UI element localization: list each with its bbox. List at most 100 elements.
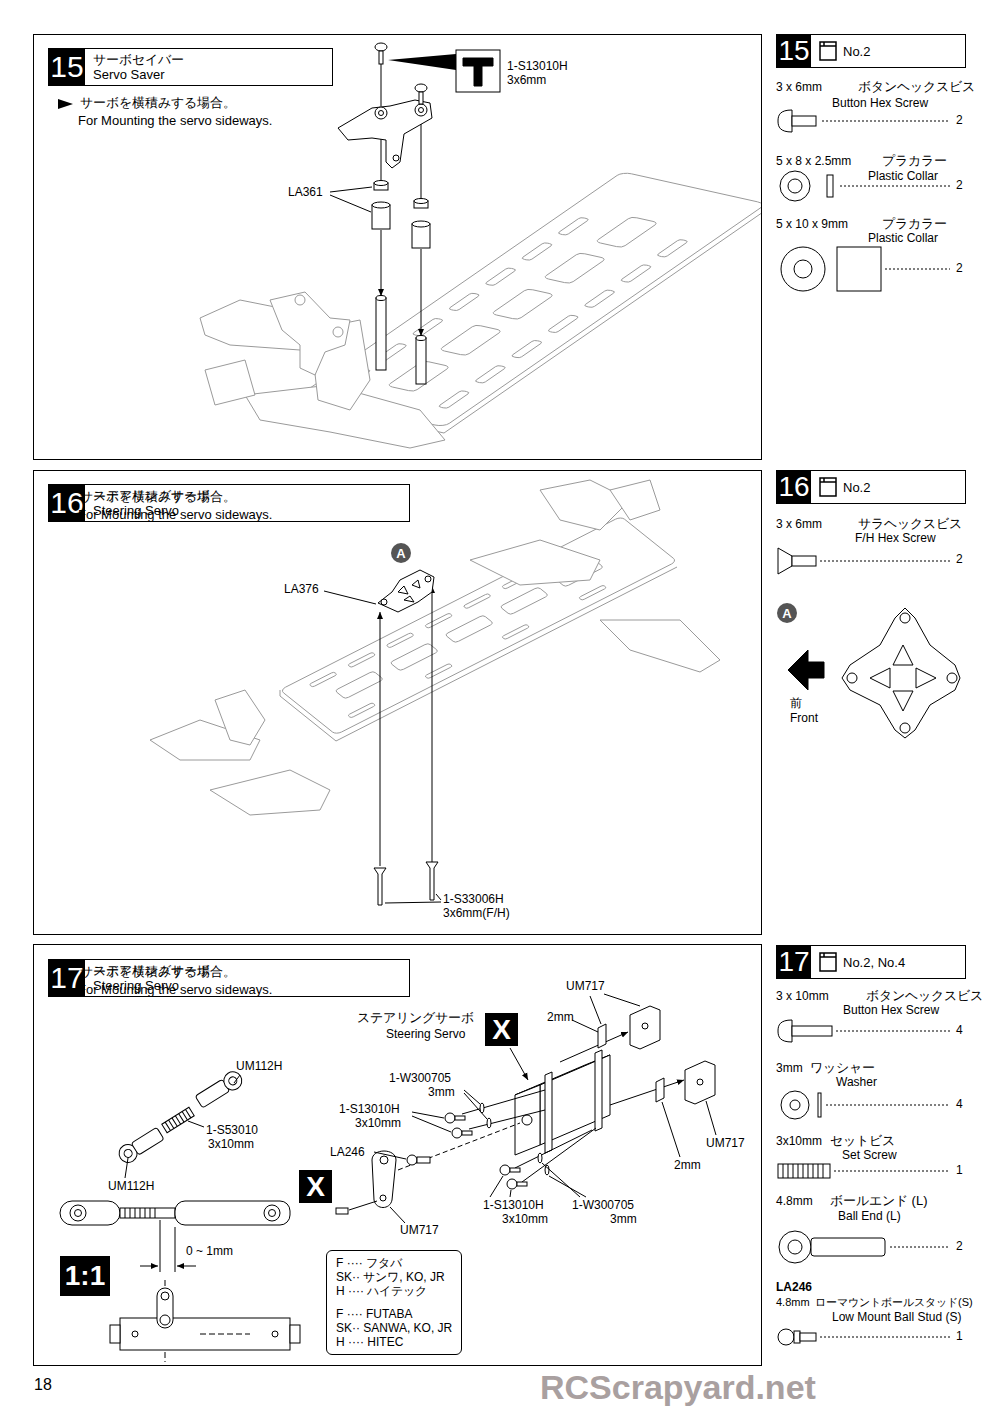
part-label: UM717 (566, 980, 605, 994)
steering-servo-shape (469, 1110, 545, 1129)
turnbuckle-shape (132, 1331, 138, 1337)
bag-icon (819, 952, 837, 972)
servo-mount-parts-shape (436, 894, 441, 900)
part-label: 3x10mm (776, 1135, 822, 1149)
brand-line: F ···· FUTABA (336, 1307, 452, 1321)
steering-servo-shape (390, 1207, 405, 1223)
part-label: 0 ~ 1mm (186, 1245, 233, 1259)
servo-mount-parts-shape (404, 596, 414, 602)
parts-icons-shape (794, 1331, 800, 1343)
servo-mount-parts-shape (381, 599, 387, 605)
parts-icons-shape (893, 645, 913, 665)
parts-header: 16No.2 (776, 470, 966, 504)
steering-servo-shape (590, 996, 601, 1024)
part-label: 3mm (776, 1062, 803, 1076)
turnbuckle-shape (140, 1266, 158, 1267)
servo-saver-parts-shape (375, 43, 387, 51)
panel-frames-shape (34, 945, 762, 1366)
part-label: サーボを横積みする場合。 (80, 965, 236, 980)
servo-saver-parts-shape (414, 199, 428, 204)
parts-header: 17No.2, No.4 (776, 945, 966, 979)
marker-letter: A (396, 546, 405, 561)
brand-line: H ···· HITEC (336, 1335, 452, 1349)
part-label: 4 (956, 1098, 963, 1112)
part-label: 3mm (428, 1086, 455, 1100)
turnbuckle-shape (234, 1075, 240, 1083)
part-label: 1-S13010H (507, 60, 568, 74)
part-label: UM112H (108, 1180, 154, 1194)
steering-servo-shape (372, 1151, 396, 1208)
steering-servo-shape (604, 994, 640, 1006)
part-marker: X (485, 1013, 518, 1046)
bag-outline (820, 478, 836, 496)
servo-mount-parts-shape (412, 580, 420, 588)
servo-mount-parts (324, 570, 441, 905)
steering-servo-shape (542, 1163, 580, 1197)
turnbuckle-shape (161, 1292, 169, 1300)
note-triangles-shape (58, 99, 73, 109)
parts-icons-shape (780, 171, 810, 201)
servo-mount-parts-shape (398, 586, 408, 594)
servo-saver-parts-shape (463, 58, 493, 86)
chassis-16-shape-shape (309, 672, 337, 687)
steering-servo-shape (642, 1023, 648, 1029)
part-label: 4.8mm (776, 1296, 810, 1309)
turnbuckle-shape (269, 1210, 276, 1217)
step-title: 15サーボセイバーServo Saver (48, 48, 333, 86)
part-label: ボタンヘックスビス (866, 989, 983, 1004)
turnbuckle-shape (116, 1126, 165, 1166)
chassis-16-shape-shape (425, 613, 453, 628)
steering-servo-shape (510, 1190, 511, 1197)
servo-saver-parts-shape (374, 181, 388, 186)
servo-saver-parts-shape (372, 202, 390, 208)
step-number: 17 (777, 946, 811, 978)
part-label: LA246 (776, 1281, 812, 1295)
part-label: 2 (956, 553, 963, 567)
turnbuckle-shape-shape (227, 1075, 238, 1086)
parts-icons (778, 110, 960, 1345)
part-label: ボールエンド (L) (830, 1194, 928, 1209)
steering-servo-shape (507, 1179, 517, 1189)
brand-line: SK·· サンワ, KO, JR (336, 1270, 452, 1284)
part-label: ワッシャー (810, 1061, 875, 1076)
parts-icons-shape (827, 175, 833, 197)
turnbuckle-shape-shape (131, 1127, 164, 1155)
bag-outline (820, 953, 836, 971)
chassis-15-shape-shape (438, 390, 470, 408)
part-marker: A (777, 603, 797, 623)
part-label: サーボを横積みする場合。 (80, 96, 236, 111)
part-label: 1-W300705 (389, 1072, 451, 1086)
turnbuckle-shape (200, 1334, 250, 1335)
part-label: 2 (956, 1240, 963, 1254)
part-label: Washer (836, 1076, 877, 1090)
chassis-15-shape-shape (583, 290, 615, 308)
part-label: LA361 (288, 186, 323, 200)
marker-letter: 1:1 (65, 1260, 105, 1292)
steering-servo-shape (549, 1176, 586, 1197)
part-label: 1-S33006H (443, 893, 504, 907)
steering-servo-shape (517, 1182, 527, 1186)
servo-saver-parts-shape (416, 338, 426, 384)
chassis-16-shape-shape (502, 624, 530, 639)
part-label: 3x6mm (507, 74, 546, 88)
parts-icons-shape (794, 260, 812, 278)
parts-icons-shape (916, 668, 936, 688)
turnbuckle-shape (125, 1208, 155, 1218)
part-label: 5 x 10 x 9mm (776, 218, 848, 232)
servo-mount-parts-shape (425, 576, 431, 582)
parts-icons-shape (783, 1164, 823, 1178)
count-leaders-shape (820, 1337, 950, 1338)
steering-servo-shape (538, 1153, 542, 1163)
steering-servo-shape (545, 1072, 552, 1153)
chassis-15-shape-shape (557, 217, 589, 235)
chassis-15-shape-shape (448, 293, 480, 311)
part-label: 1-S13010H (339, 1103, 400, 1117)
servo-saver-parts-shape (416, 336, 426, 341)
turnbuckle-shape (162, 1107, 194, 1132)
count-leaders-shape (890, 1247, 950, 1248)
parts-icons-shape (779, 1231, 811, 1263)
servo-mount-parts-shape (324, 591, 376, 604)
part-label: UM112H (236, 1060, 282, 1074)
servo-saver-parts-shape (376, 298, 386, 370)
steering-servo-shape (407, 1155, 417, 1165)
